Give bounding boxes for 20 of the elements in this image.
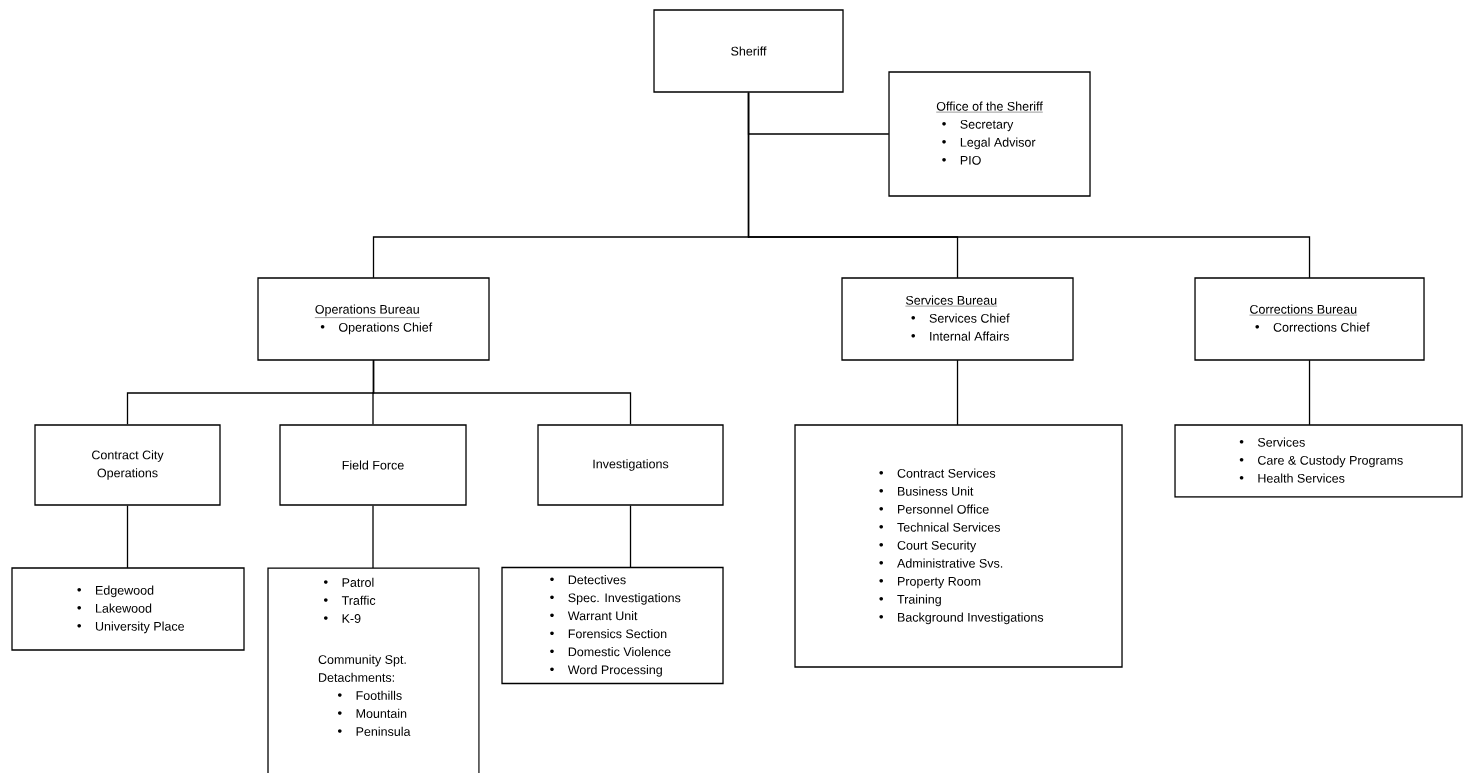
org-box: Corrections Bureau Corrections Chief <box>1194 277 1425 361</box>
org-box: Services Bureau Services Chief Internal Affairs <box>841 277 1074 361</box>
org-box: Sheriff <box>653 9 844 93</box>
org-box: Field Force <box>279 424 467 506</box>
org-box: Contract City Operations <box>34 424 221 506</box>
connector-line <box>126 505 129 569</box>
connector-line <box>956 359 959 426</box>
connector-line <box>372 505 374 569</box>
org-box: Edgewood Lakewood University Place <box>11 567 245 651</box>
connector-line <box>372 359 632 425</box>
org-box: Detectives Spec. Investigations Warrant Unit Forensics Section Domestic Violence Word Processing <box>501 566 724 685</box>
connector-line <box>629 505 632 568</box>
org-box: Investigations <box>537 424 724 506</box>
connector-line <box>1308 359 1311 426</box>
org-box: Services Care & Custody Programs Health Services <box>1174 424 1463 498</box>
org-box: Operations Bureau Operations Chief <box>257 277 490 361</box>
connector-line <box>747 92 1311 279</box>
org-box: Office of the Sheriff Secretary Legal Advisor PIO <box>888 71 1091 197</box>
org-box: Contract Services Business Unit Personnel Office Technical Services Court Security Administrative Svs. Property Room Training Background Investigations <box>794 424 1123 668</box>
org-box: Patrol Traffic K-9 Community Spt. Detachments: Foothills Mountain Peninsula <box>267 567 480 773</box>
